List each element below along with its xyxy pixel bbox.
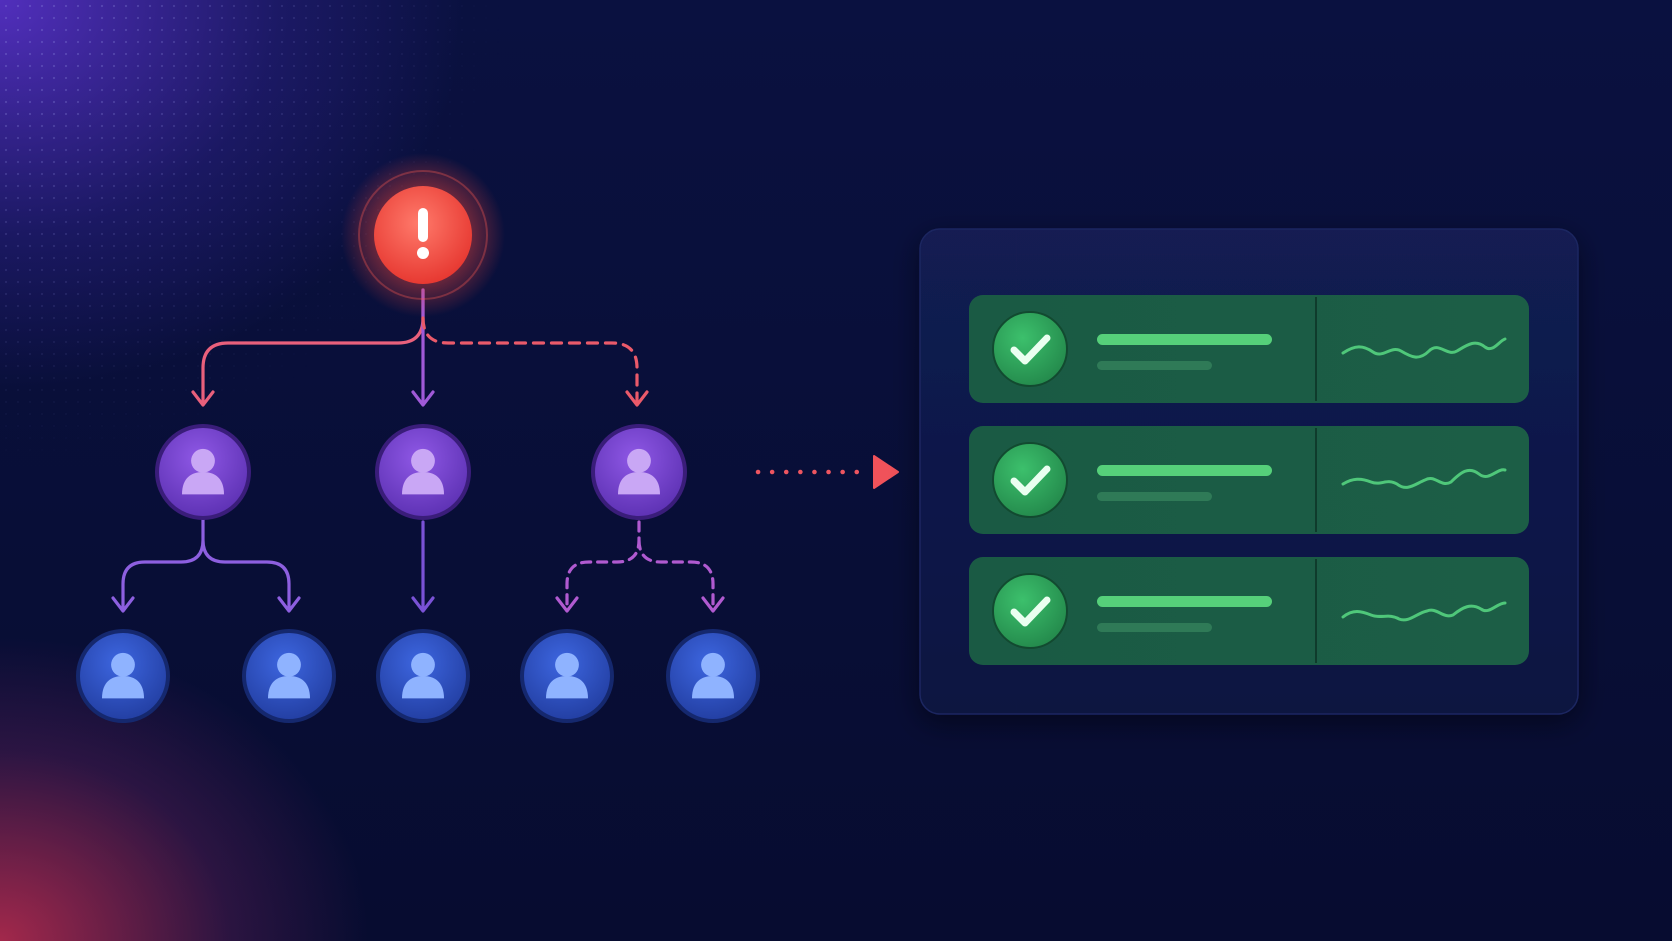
link-manager-3-members xyxy=(565,520,715,610)
status-subtitle-bar xyxy=(1097,361,1212,370)
status-row-3 xyxy=(969,557,1529,665)
status-row-2 xyxy=(969,426,1529,534)
arrowhead-member-1 xyxy=(111,596,135,613)
status-title-bar xyxy=(1097,596,1272,607)
status-subtitle-bar xyxy=(1097,492,1212,501)
arrowhead-member-5 xyxy=(701,596,725,613)
member-node-4 xyxy=(520,629,614,723)
member-node-2 xyxy=(242,629,336,723)
member-node-3 xyxy=(376,629,470,723)
manager-node-1 xyxy=(155,424,251,520)
arrowhead-member-3 xyxy=(411,596,435,613)
dotted-arrow-right-icon xyxy=(755,455,899,489)
status-row-background xyxy=(969,557,1529,665)
arrowhead-manager-1 xyxy=(191,390,215,407)
checkmark-icon xyxy=(992,311,1068,387)
status-subtitle-bar xyxy=(1097,623,1212,632)
team-connectors xyxy=(111,518,725,613)
status-row-1 xyxy=(969,295,1529,403)
member-node-1 xyxy=(76,629,170,723)
alert-ring xyxy=(358,170,488,300)
alert-node xyxy=(341,153,505,317)
status-row-background xyxy=(969,295,1529,403)
member-nodes xyxy=(76,629,760,723)
link-manager-1-members xyxy=(121,518,291,610)
status-title-bar xyxy=(1097,334,1272,345)
manager-node-3 xyxy=(591,424,687,520)
link-root-manager-3 xyxy=(421,316,639,404)
checkmark-icon xyxy=(992,442,1068,518)
sparkline-icon xyxy=(1341,337,1507,359)
arrowhead-member-2 xyxy=(277,596,301,613)
checkmark-icon xyxy=(992,573,1068,649)
manager-node-2 xyxy=(375,424,471,520)
status-panel xyxy=(919,228,1579,715)
member-node-5 xyxy=(666,629,760,723)
root-connectors xyxy=(191,288,649,407)
sparkline-icon xyxy=(1341,468,1507,489)
arrowhead-member-4 xyxy=(555,596,579,613)
sparkline-icon xyxy=(1341,601,1507,622)
status-row-background xyxy=(969,426,1529,534)
arrowhead-manager-3 xyxy=(625,390,649,407)
status-title-bar xyxy=(1097,465,1272,476)
arrowhead-manager-2 xyxy=(411,390,435,407)
manager-nodes xyxy=(155,424,687,520)
exclamation-icon xyxy=(417,208,429,259)
